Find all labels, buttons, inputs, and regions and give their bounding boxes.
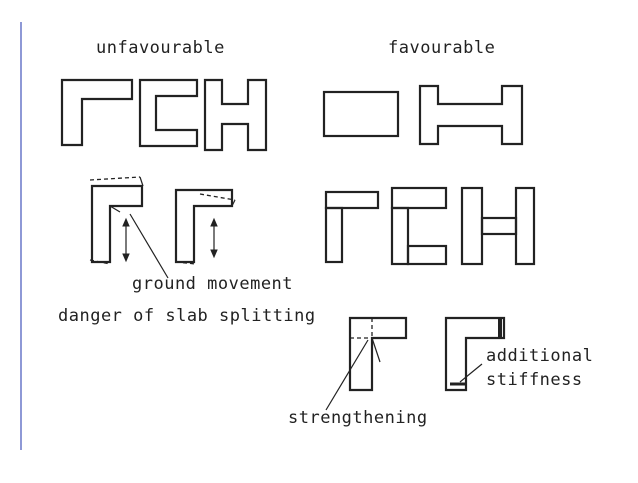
ground-movement-arrow-right <box>210 217 218 259</box>
ground-movement-leader <box>129 213 169 279</box>
strengthened-l-shape <box>348 316 408 392</box>
split-h-shape <box>460 186 536 266</box>
stiffness-label: stiffness <box>486 370 583 390</box>
strengthening-leader <box>325 339 369 411</box>
split-l-shape <box>324 190 380 264</box>
ground-movement-label: ground movement <box>132 274 294 294</box>
unfavourable-label: unfavourable <box>96 38 225 58</box>
stiffened-l-shape <box>444 316 506 392</box>
additional-label: additional <box>486 346 594 366</box>
l-shape-splitting-right <box>174 188 236 265</box>
additional-stiffness-leader <box>459 363 483 383</box>
favourable-rectangle <box>322 90 400 138</box>
favourable-dumbbell-shape <box>418 84 524 146</box>
split-c-shape <box>390 186 448 266</box>
unfavourable-l-shape <box>60 78 134 147</box>
l-shape-splitting-left <box>89 176 144 265</box>
unfavourable-c-shape <box>138 78 199 148</box>
favourable-label: favourable <box>388 38 496 58</box>
ground-movement-arrow-left <box>122 217 130 263</box>
slab-splitting-label: danger of slab splitting <box>58 306 316 326</box>
strengthening-label: strengthening <box>288 408 428 428</box>
unfavourable-h-shape <box>203 78 268 152</box>
